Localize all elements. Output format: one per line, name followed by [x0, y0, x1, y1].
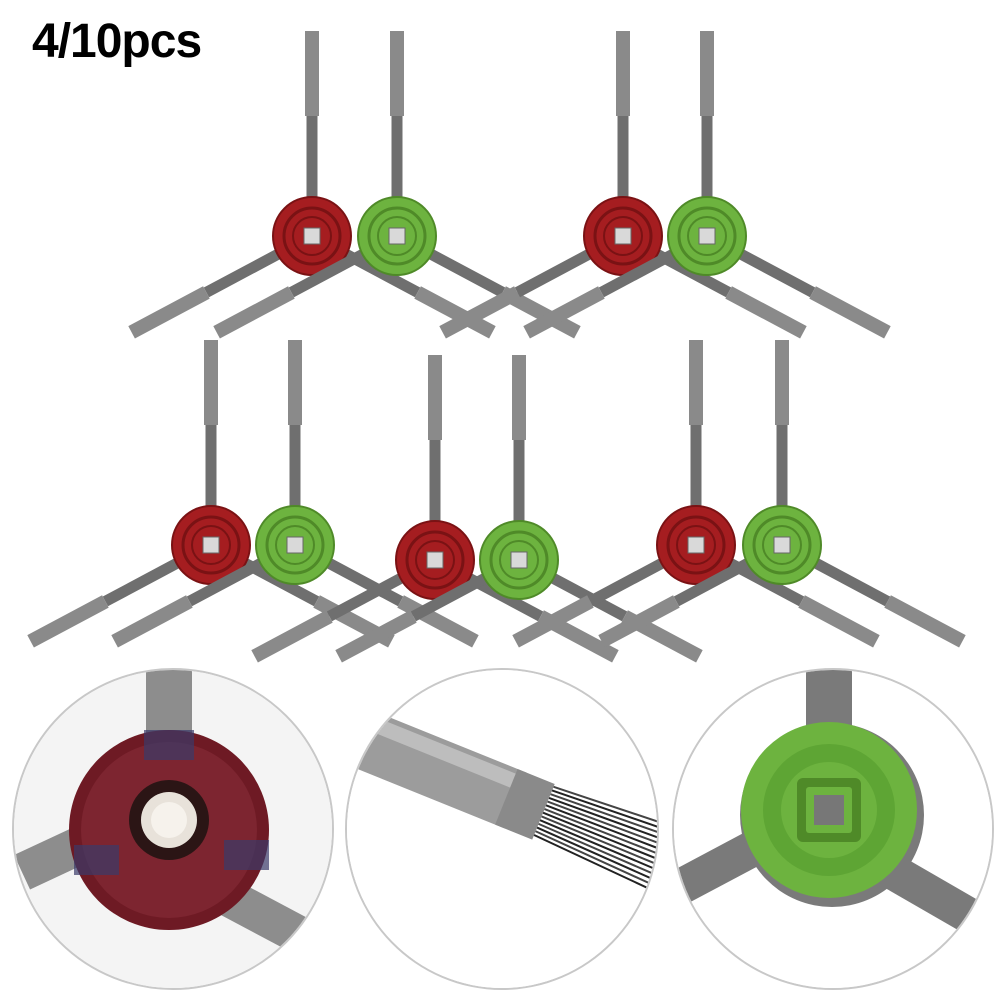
side-brush-red-3: [27, 340, 395, 648]
side-brush-green-1: [213, 31, 581, 339]
detail-bristles: [345, 668, 659, 990]
side-brush-green-2: [523, 31, 891, 339]
detail-red-hub: [12, 668, 334, 990]
side-brush-red-4: [251, 355, 619, 663]
side-brush-green-4: [335, 355, 703, 663]
side-brush-red-2: [439, 31, 807, 339]
quantity-label: 4/10pcs: [32, 15, 202, 68]
detail-green-hub: [672, 668, 994, 990]
side-brush-red-1: [128, 31, 496, 339]
side-brush-green-5: [598, 340, 966, 648]
side-brush-red-5: [512, 340, 880, 648]
